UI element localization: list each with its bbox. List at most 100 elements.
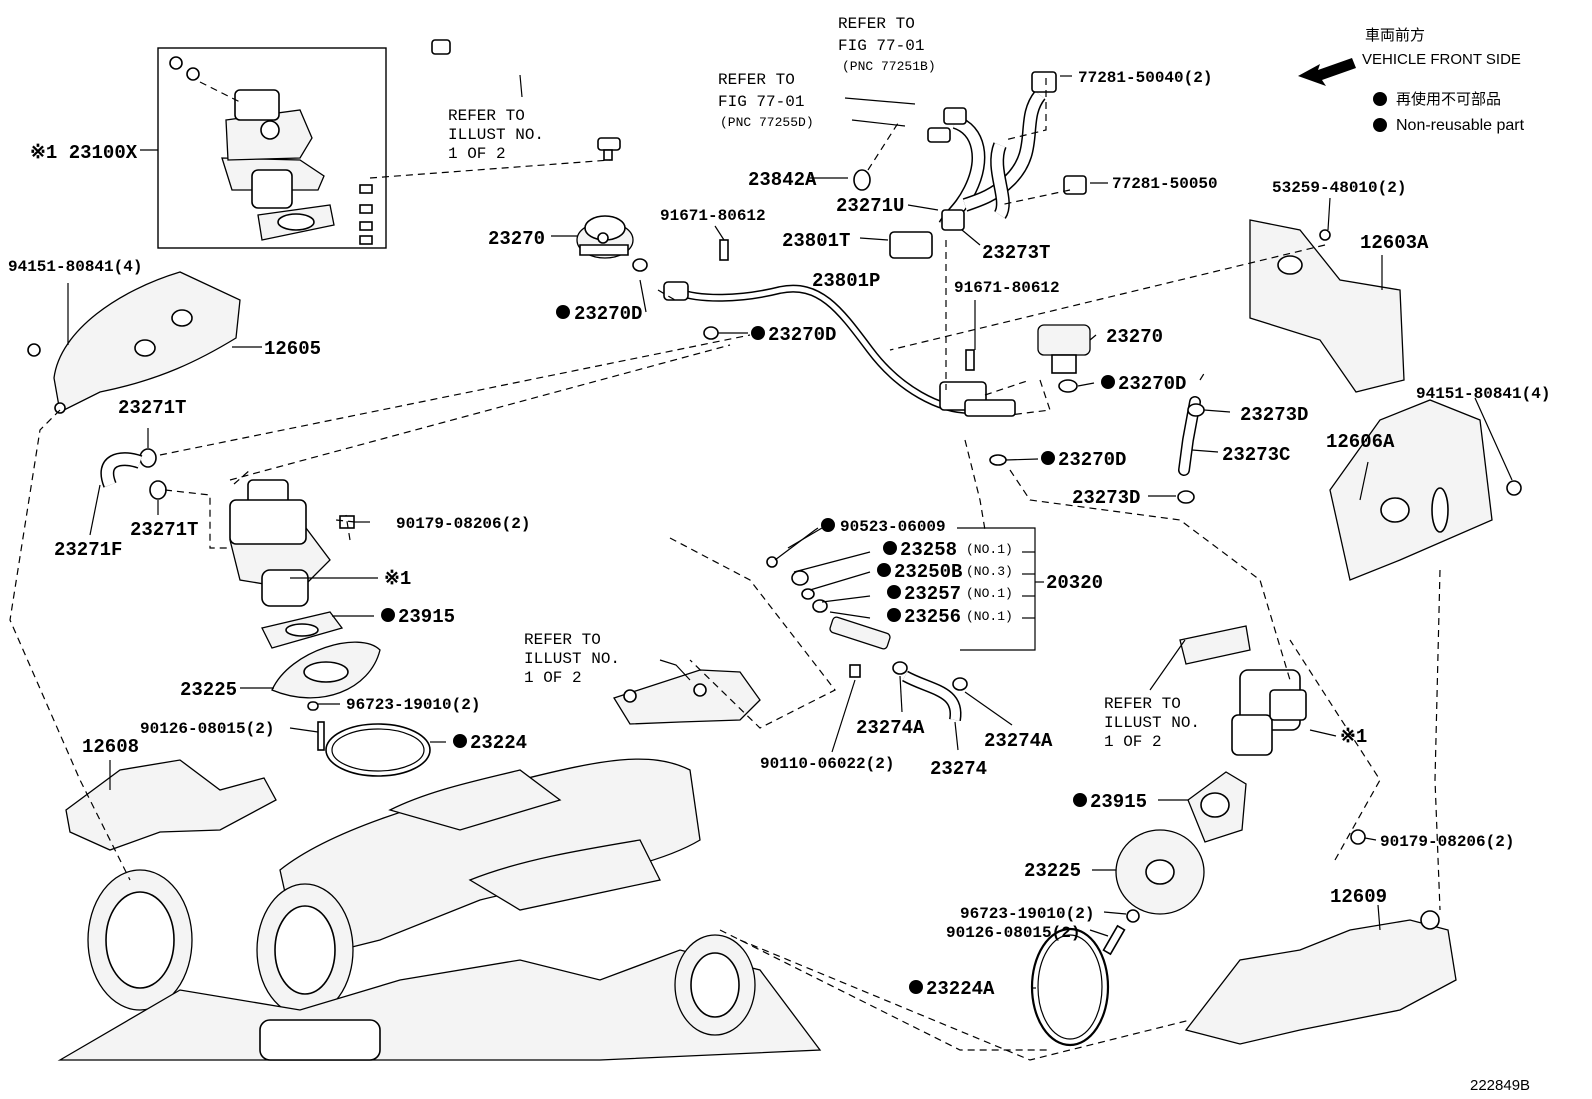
non-reusable-marker-icon bbox=[1373, 118, 1387, 132]
injector-no1-b: (NO.1) bbox=[966, 586, 1013, 601]
part-label-90110: 90110-06022(2) bbox=[760, 755, 894, 773]
part-label-12606A: 12606A bbox=[1326, 431, 1395, 453]
illustration-layer bbox=[27, 39, 1522, 1061]
ref-fig-77-01-b-line3: (PNC 77255D) bbox=[720, 115, 814, 130]
part-label-12605: 12605 bbox=[264, 338, 321, 360]
non-reusable-marker-icon bbox=[1073, 793, 1087, 807]
ref-illust-top-line3: 1 OF 2 bbox=[448, 145, 506, 163]
part-label-96723-b: 96723-19010(2) bbox=[960, 905, 1094, 923]
part-label-23271U: 23271U bbox=[836, 195, 904, 217]
part-label-23225-a: 23225 bbox=[180, 679, 237, 701]
part-labels: ※1 23100X 94151-80841(4) 12605 23270 916… bbox=[8, 69, 1550, 1000]
injector-no3: (NO.3) bbox=[966, 564, 1013, 579]
pulsation-damper-23270 bbox=[576, 215, 634, 259]
part-label-23270D-1: 23270D bbox=[574, 303, 642, 325]
vehicle-front-arrow-icon bbox=[1298, 58, 1356, 86]
part-label-23224A: 23224A bbox=[926, 978, 995, 1000]
part-label-23274A-2: 23274A bbox=[984, 730, 1053, 752]
non-reusable-marker-icon bbox=[1373, 92, 1387, 106]
part-label-23224: 23224 bbox=[470, 732, 527, 754]
part-label-23270D-3: 23270D bbox=[1118, 373, 1186, 395]
ref-illust-mid-line3: 1 OF 2 bbox=[524, 669, 582, 687]
part-label-23100X: ※1 23100X bbox=[30, 142, 138, 164]
fuel-pump-assembly-left bbox=[229, 479, 344, 649]
part-label-90126-b: 90126-08015(2) bbox=[946, 924, 1080, 942]
part-label-96723-a: 96723-19010(2) bbox=[346, 696, 480, 714]
part-label-23274: 23274 bbox=[930, 758, 987, 780]
non-reusable-marker-icon bbox=[453, 734, 467, 748]
leader-lines bbox=[9, 74, 1513, 1061]
part-label-23256: 23256 bbox=[904, 606, 961, 628]
injector-group bbox=[766, 556, 968, 721]
non-reusable-marker-icon bbox=[751, 326, 765, 340]
ref-fig-77-01-line3: (PNC 77251B) bbox=[842, 59, 936, 74]
part-label-23273D-1: 23273D bbox=[1240, 404, 1308, 426]
part-label-mark1-a: ※1 bbox=[384, 568, 411, 590]
part-label-23273C: 23273C bbox=[1222, 444, 1290, 466]
bracket-12606A bbox=[1329, 399, 1493, 581]
part-label-90126-a: 90126-08015(2) bbox=[140, 720, 274, 738]
part-label-23270D-4: 23270D bbox=[1058, 449, 1126, 471]
part-label-23270-right: 23270 bbox=[1106, 326, 1163, 348]
part-label-77281-50040: 77281-50040(2) bbox=[1078, 69, 1212, 87]
part-label-12609: 12609 bbox=[1330, 886, 1387, 908]
legend: 車両前方 VEHICLE FRONT SIDE 再使用不可部品 Non-reus… bbox=[1298, 26, 1525, 134]
bracket-12608 bbox=[65, 759, 277, 851]
part-label-77281-50050: 77281-50050 bbox=[1112, 175, 1218, 193]
part-label-23271F: 23271F bbox=[54, 539, 122, 561]
ref-illust-top-line2: ILLUST NO. bbox=[448, 126, 544, 144]
part-label-91671-a: 91671-80612 bbox=[660, 207, 766, 225]
ref-illust-right-line3: 1 OF 2 bbox=[1104, 733, 1162, 751]
intake-manifold bbox=[57, 758, 822, 1061]
non-reusable-marker-icon bbox=[821, 518, 835, 532]
ref-illust-mid-line2: ILLUST NO. bbox=[524, 650, 620, 668]
ref-illust-mid-line1: REFER TO bbox=[524, 631, 601, 649]
fuel-pump-assembly-inset bbox=[169, 56, 373, 245]
part-label-23258: 23258 bbox=[900, 539, 957, 561]
fuel-pressure-regulator-23270 bbox=[1037, 324, 1091, 393]
non-reusable-marker-icon bbox=[877, 563, 891, 577]
diagram-id: 222849B bbox=[1470, 1077, 1530, 1094]
bracket-12609 bbox=[1184, 919, 1457, 1045]
part-label-mark1-b: ※1 bbox=[1340, 726, 1367, 748]
non-reusable-label-jp: 再使用不可部品 bbox=[1396, 90, 1501, 108]
part-label-23270D-2: 23270D bbox=[768, 324, 836, 346]
non-reusable-marker-icon bbox=[883, 541, 897, 555]
non-reusable-marker-icon bbox=[1101, 375, 1115, 389]
part-label-23801T: 23801T bbox=[782, 230, 850, 252]
part-label-12603A: 12603A bbox=[1360, 232, 1429, 254]
part-label-53259: 53259-48010(2) bbox=[1272, 179, 1406, 197]
part-label-90179-a: 90179-08206(2) bbox=[396, 515, 530, 533]
part-label-23915-b: 23915 bbox=[1090, 791, 1147, 813]
ref-fig-77-01-b-line1: REFER TO bbox=[718, 71, 795, 89]
part-label-94151-left: 94151-80841(4) bbox=[8, 258, 142, 276]
part-label-23273D-2: 23273D bbox=[1072, 487, 1140, 509]
part-label-90523: 90523-06009 bbox=[840, 518, 946, 536]
non-reusable-marker-icon bbox=[556, 305, 570, 319]
part-label-23801P: 23801P bbox=[812, 270, 880, 292]
non-reusable-marker-icon bbox=[1041, 451, 1055, 465]
non-reusable-marker-icon bbox=[887, 585, 901, 599]
non-reusable-marker-icon bbox=[909, 980, 923, 994]
part-label-23270-top: 23270 bbox=[488, 228, 545, 250]
ref-fig-77-01-line1: REFER TO bbox=[838, 15, 915, 33]
part-label-23225-b: 23225 bbox=[1024, 860, 1081, 882]
fuel-pump-assembly-right bbox=[1179, 625, 1307, 756]
part-label-12608: 12608 bbox=[82, 736, 139, 758]
non-reusable-marker-icon bbox=[381, 608, 395, 622]
part-label-23257: 23257 bbox=[904, 583, 961, 605]
injector-no1-a: (NO.1) bbox=[966, 542, 1013, 557]
non-reusable-label: Non-reusable part bbox=[1396, 117, 1525, 134]
part-label-20320: 20320 bbox=[1046, 572, 1103, 594]
non-reusable-marker-icon bbox=[887, 608, 901, 622]
part-label-23250B: 23250B bbox=[894, 561, 962, 583]
reference-notes: REFER TO FIG 77-01 (PNC 77251B) REFER TO… bbox=[448, 15, 1200, 751]
part-label-23271T-1: 23271T bbox=[118, 397, 186, 419]
ref-fig-77-01-line2: FIG 77-01 bbox=[838, 37, 924, 55]
fuel-hose-bundle bbox=[927, 71, 1087, 231]
vehicle-front-label: VEHICLE FRONT SIDE bbox=[1362, 51, 1521, 68]
inset-box bbox=[157, 47, 387, 249]
part-label-23915-a: 23915 bbox=[398, 606, 455, 628]
part-label-91671-b: 91671-80612 bbox=[954, 279, 1060, 297]
